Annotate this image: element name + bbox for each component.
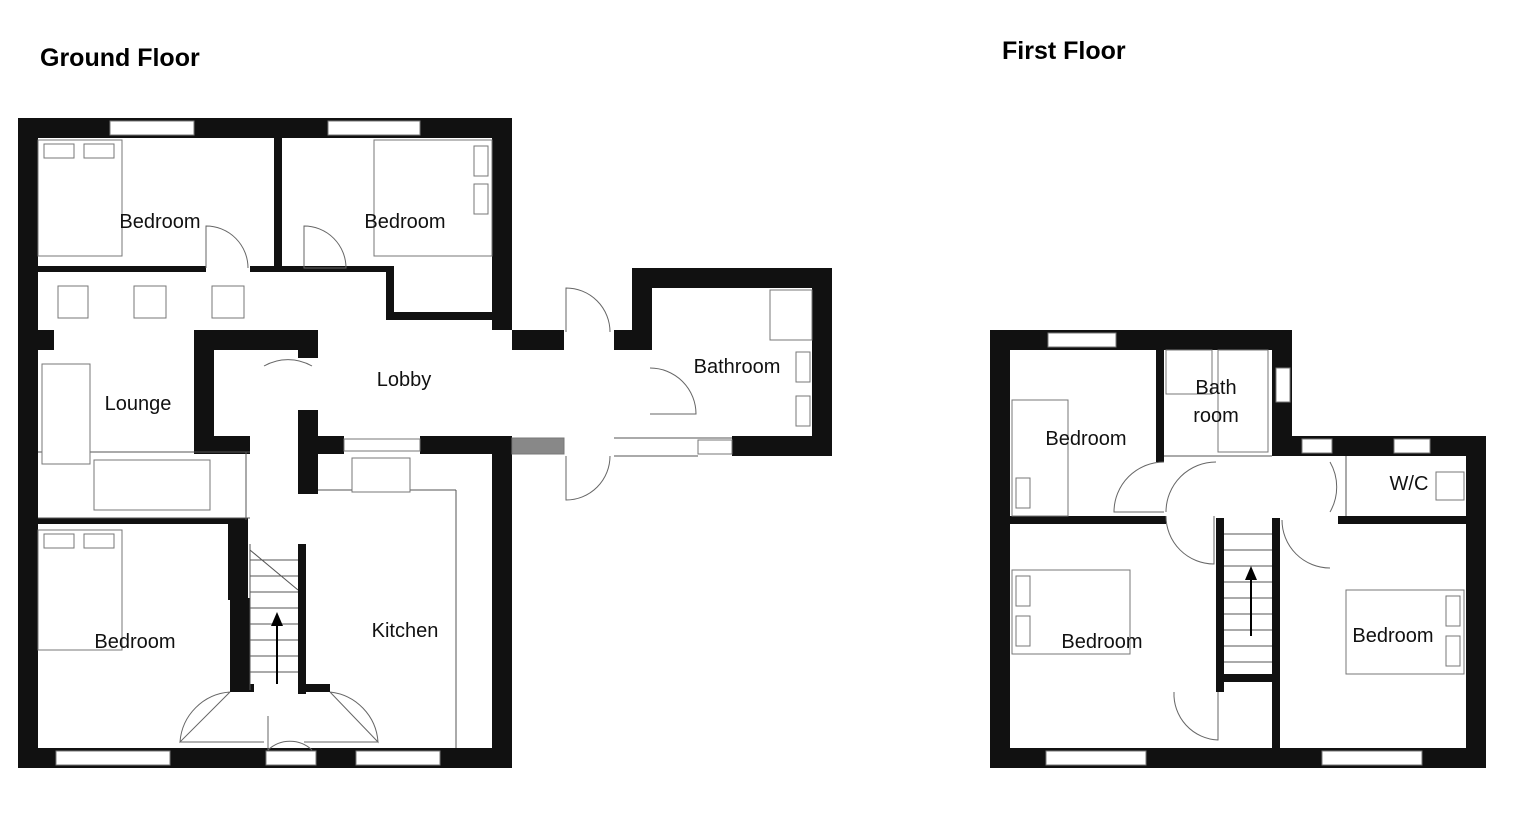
ff-stair-arrow-head <box>1245 566 1257 580</box>
ff-bath <box>1217 349 1269 453</box>
gf-wall-bed3-top <box>38 518 248 524</box>
ff-wall-stair-post <box>1216 676 1224 692</box>
gf-wall-bed2-step <box>386 266 394 318</box>
ff-window-bath <box>1275 367 1291 403</box>
gf-stair-arrow-head <box>271 612 283 626</box>
gf-bath-window <box>697 439 733 455</box>
gf-wall-bath-bottom <box>732 436 832 456</box>
gf-wall-corridor-top <box>512 330 564 350</box>
gf-wall-lounge-right <box>194 330 214 454</box>
gf-label-bathroom: Bathroom <box>694 356 781 378</box>
gf-label-bedroom-3: Bedroom <box>94 631 175 653</box>
ff-window-landing <box>1301 438 1333 454</box>
gf-wall-stair-foot-l <box>230 684 254 692</box>
gf-wall-left <box>18 118 38 768</box>
ff-window-wc <box>1393 438 1431 454</box>
gf-window-bottom-2 <box>355 750 441 766</box>
gf-corridor-window <box>511 437 565 455</box>
gf-chair-1 <box>57 285 89 319</box>
gf-window-top-2 <box>327 120 421 136</box>
gf-bed-3 <box>37 529 123 651</box>
gf-wall-bed3-right <box>228 520 248 600</box>
ff-window-bottom-2 <box>1321 750 1423 766</box>
gf-label-kitchen: Kitchen <box>372 620 439 642</box>
ff-label-bathroom-line1: Bath <box>1195 377 1236 399</box>
ff-wall-wc-bottom <box>1338 516 1486 524</box>
gf-basin <box>795 395 811 427</box>
gf-wall-kitchen-top-1 <box>298 436 344 454</box>
gf-wall-bath-corner <box>614 330 652 350</box>
gf-wall-right-lower <box>492 438 512 768</box>
gf-window-bottom-1 <box>55 750 171 766</box>
ff-toilet <box>1435 471 1465 501</box>
first-floor-plan: Bedroom Bath room W/C Bedroom Bedroom <box>990 330 1486 768</box>
ff-wall-left <box>990 330 1010 768</box>
ff-bed-2 <box>1011 569 1131 655</box>
gf-wall-bed-divider <box>274 138 282 272</box>
gf-window-kitchen <box>343 438 421 452</box>
gf-wall-lounge-bottom <box>194 436 250 454</box>
ff-wall-bath-left <box>1156 350 1164 462</box>
gf-staircase <box>249 549 299 673</box>
gf-doors <box>179 225 697 751</box>
gf-wall-bed2-bottom <box>386 312 492 320</box>
gf-sofa-1 <box>41 363 91 465</box>
gf-sink <box>351 457 411 493</box>
ground-floor-plan: Bedroom Bedroom Lounge Lobby Bathroom Be… <box>18 118 832 768</box>
gf-wall-lobby-top <box>194 330 318 350</box>
ff-label-wc: W/C <box>1390 473 1429 495</box>
gf-wall-top <box>18 118 512 138</box>
ground-floor-title: Ground Floor <box>40 44 200 72</box>
ff-wall-stair-right <box>1272 518 1280 768</box>
gf-chair-2 <box>133 285 167 319</box>
gf-wall-bath-right <box>812 268 832 456</box>
gf-wall-right-upper <box>492 118 512 330</box>
ff-label-bathroom-line2: room <box>1193 405 1239 427</box>
ff-wall-stair-bottom <box>1216 674 1280 682</box>
gf-label-lounge: Lounge <box>105 393 172 415</box>
ff-wall-stair-left <box>1216 518 1224 676</box>
gf-label-bedroom-1: Bedroom <box>119 211 200 233</box>
ff-wall-right <box>1466 436 1486 768</box>
ff-basin <box>1165 349 1213 395</box>
gf-bed-2 <box>373 139 493 257</box>
gf-label-lobby: Lobby <box>377 369 432 391</box>
gf-chair-3 <box>211 285 245 319</box>
gf-label-bedroom-2: Bedroom <box>364 211 445 233</box>
ff-window-top <box>1047 332 1117 348</box>
gf-wall-bed-mid <box>250 266 390 272</box>
ff-staircase <box>1224 533 1272 663</box>
gf-wall-bath-top <box>632 268 832 288</box>
gf-sofa-2 <box>93 459 211 511</box>
gf-wall-lobby-post <box>298 330 318 358</box>
first-floor-title: First Floor <box>1002 37 1126 65</box>
gf-bed-1 <box>37 139 123 257</box>
gf-toilet <box>795 351 811 383</box>
ff-window-bottom-1 <box>1045 750 1147 766</box>
gf-wall-stair-foot-r <box>300 684 330 692</box>
gf-wall-bath-left <box>632 268 652 350</box>
ff-label-bedroom-3: Bedroom <box>1352 625 1433 647</box>
gf-shower-tray <box>769 289 813 341</box>
ff-label-bedroom-1: Bedroom <box>1045 428 1126 450</box>
gf-wall-lounge-notch <box>38 330 54 350</box>
gf-window-top-1 <box>109 120 195 136</box>
gf-wall-bed1-bottom <box>38 266 206 272</box>
ff-wall-top <box>990 330 1292 350</box>
gf-wall-kitchen-top-2 <box>420 436 512 454</box>
ff-wall-bed1-bottom <box>1010 516 1166 524</box>
gf-front-door-gap <box>265 750 317 766</box>
gf-wall-bed3-right-lower <box>230 598 250 692</box>
ff-bed-3 <box>1345 589 1465 675</box>
ff-doors <box>1113 461 1338 741</box>
gf-wall-stair-right <box>298 544 306 694</box>
ff-label-bedroom-2: Bedroom <box>1061 631 1142 653</box>
